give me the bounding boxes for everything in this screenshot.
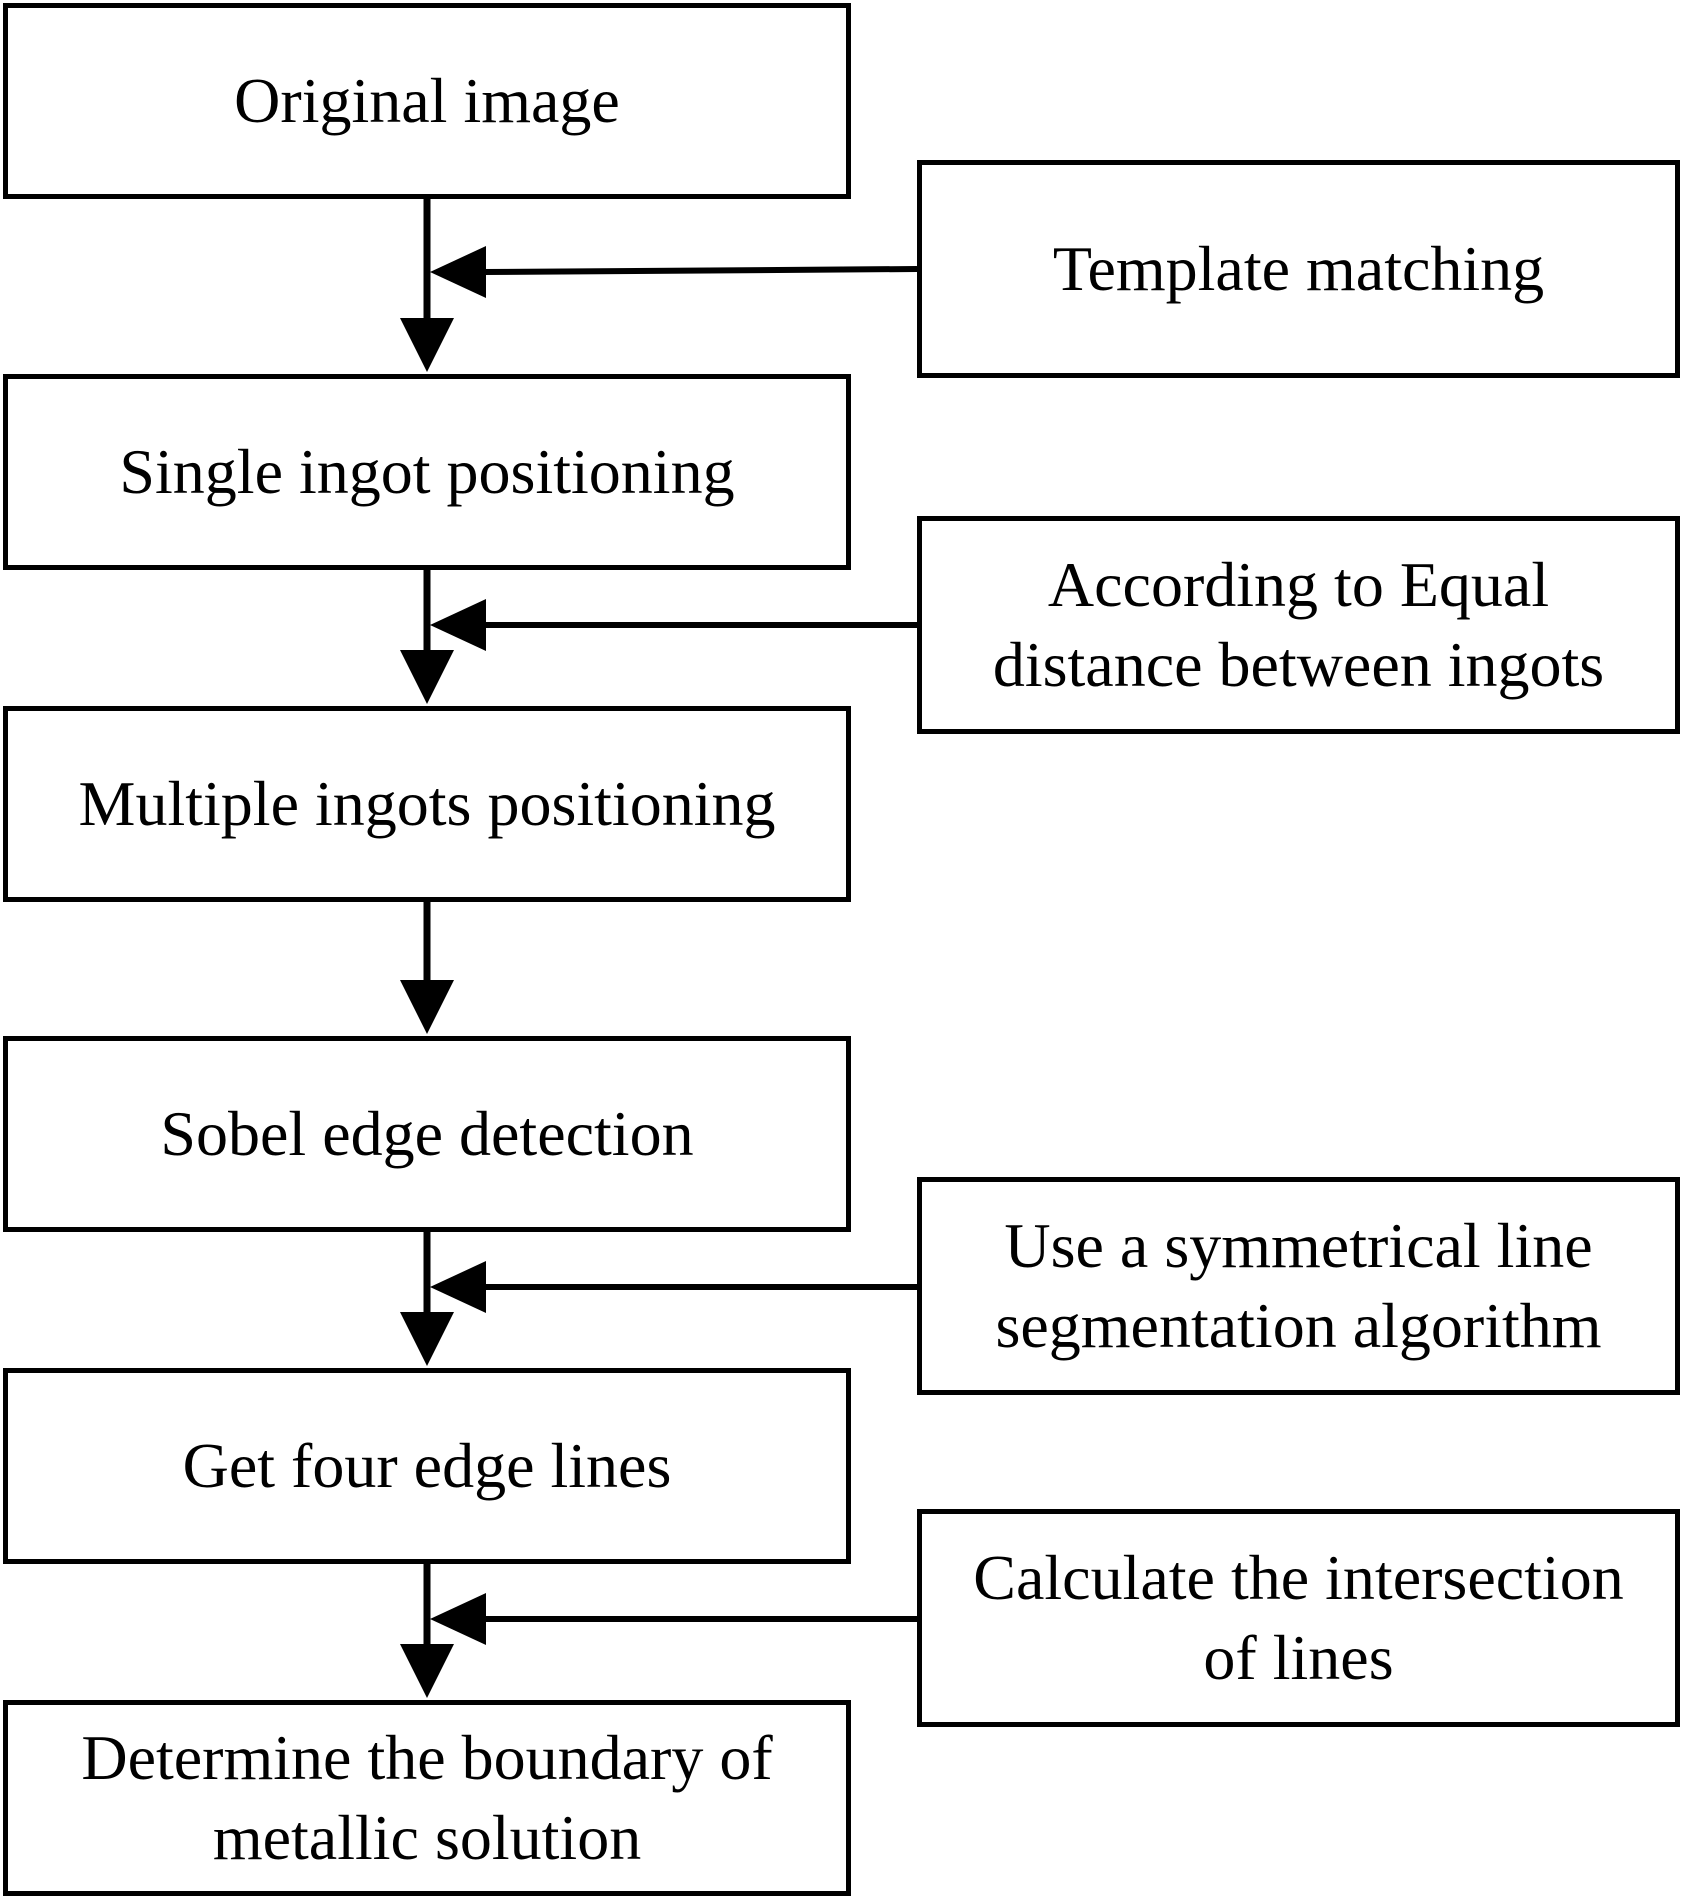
step-get-four-edge-lines: Get four edge lines bbox=[3, 1368, 851, 1564]
step-single-ingot-positioning: Single ingot positioning bbox=[3, 374, 851, 570]
side-text-line: of lines bbox=[1203, 1622, 1394, 1693]
side-template-matching: Template matching bbox=[917, 160, 1680, 378]
side-text-line: Template matching bbox=[1052, 233, 1545, 304]
side-symmetrical-line-segmentation: Use a symmetrical line segmentation algo… bbox=[917, 1177, 1680, 1395]
step-text-line: Determine the boundary of bbox=[81, 1722, 773, 1793]
side-text-line: distance between ingots bbox=[992, 629, 1605, 700]
left-arrowhead bbox=[430, 599, 486, 651]
side-equal-distance: According to Equal distance between ingo… bbox=[917, 516, 1680, 734]
side-intersection-of-lines: Calculate the intersection of lines bbox=[917, 1509, 1680, 1727]
step-text-line: Sobel edge detection bbox=[160, 1098, 694, 1169]
side-text-line: segmentation algorithm bbox=[995, 1290, 1602, 1361]
step-text-line: Original image bbox=[234, 65, 620, 136]
step-original-image: Original image bbox=[3, 3, 851, 199]
step-multiple-ingots-positioning: Multiple ingots positioning bbox=[3, 706, 851, 902]
down-arrowhead bbox=[400, 1312, 454, 1366]
left-arrowhead bbox=[430, 1261, 486, 1313]
step-text-line: Multiple ingots positioning bbox=[78, 768, 776, 839]
down-arrowhead bbox=[400, 650, 454, 704]
left-arrowhead bbox=[430, 246, 486, 298]
down-arrowhead bbox=[400, 318, 454, 372]
step-determine-boundary: Determine the boundary of metallic solut… bbox=[3, 1700, 851, 1896]
down-arrowhead bbox=[400, 1644, 454, 1698]
step-text-line: Single ingot positioning bbox=[119, 436, 735, 507]
step-text-line: metallic solution bbox=[212, 1802, 642, 1873]
down-arrowhead bbox=[400, 980, 454, 1034]
step-text-line: Get four edge lines bbox=[182, 1430, 672, 1501]
left-arrowhead bbox=[430, 1593, 486, 1645]
step-sobel-edge-detection: Sobel edge detection bbox=[3, 1036, 851, 1232]
side-text-line: Calculate the intersection bbox=[973, 1542, 1624, 1613]
side-text-line: Use a symmetrical line bbox=[1004, 1210, 1593, 1281]
side-connector-line bbox=[483, 266, 918, 275]
side-text-line: According to Equal bbox=[1047, 549, 1550, 620]
